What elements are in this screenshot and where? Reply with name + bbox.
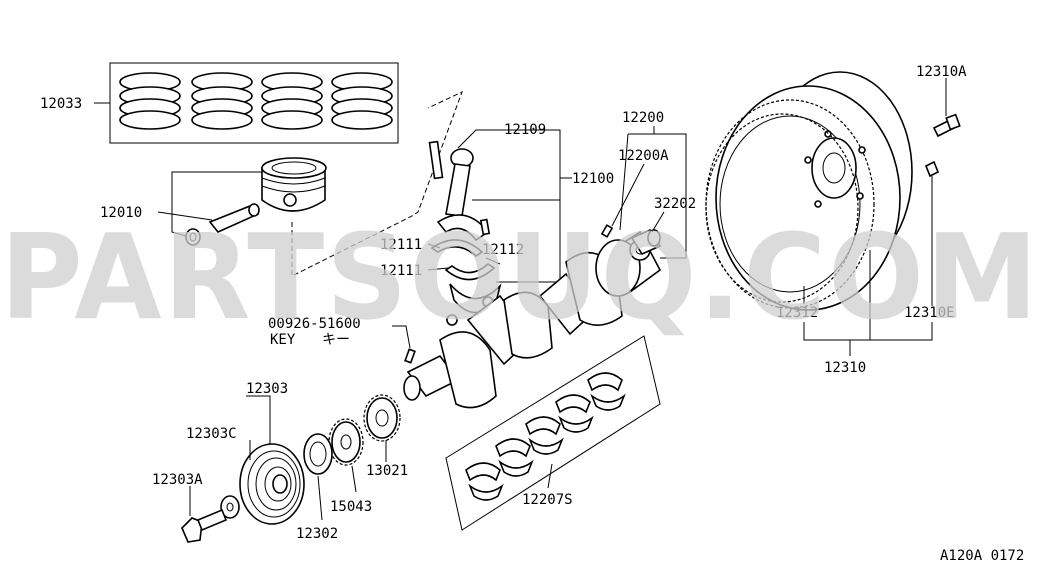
label-12303A[interactable]: 12303A [152, 472, 203, 488]
piston[interactable] [261, 157, 327, 212]
label-00926-51600[interactable]: 00926-51600 [268, 316, 361, 332]
piston-ring-set[interactable] [109, 62, 399, 144]
flywheel-bolt[interactable] [932, 113, 961, 138]
label-12310[interactable]: 12310 [824, 360, 866, 376]
watermark: PARTSOUQ.COM [0, 208, 1040, 346]
label-12200[interactable]: 12200 [622, 110, 664, 126]
label-32202[interactable]: 32202 [654, 196, 696, 212]
diagram-code: A120A 0172 [940, 548, 1024, 564]
label-12303C[interactable]: 12303C [186, 426, 237, 442]
con-rod-bearing[interactable] [430, 239, 496, 281]
main-bearing-set[interactable] [445, 335, 661, 531]
pilot-bushing[interactable] [630, 228, 662, 256]
pulley-bolt[interactable] [181, 508, 228, 543]
label-15043[interactable]: 15043 [330, 499, 372, 515]
label-key: KEY [270, 332, 296, 348]
label-12100[interactable]: 12100 [572, 171, 614, 187]
label-key-jp: キー [322, 332, 350, 348]
connecting-rod[interactable] [428, 140, 491, 242]
label-12312[interactable]: 12312 [776, 305, 818, 321]
label-12200A[interactable]: 12200A [618, 148, 669, 164]
crankshaft[interactable] [403, 224, 662, 409]
label-13021[interactable]: 13021 [366, 463, 408, 479]
pulley-washer[interactable] [220, 495, 240, 519]
label-12111-upper[interactable]: 12111 [380, 237, 422, 253]
ring-gear[interactable] [705, 113, 859, 303]
crank-pulley-spacer[interactable] [303, 433, 333, 475]
snap-ring[interactable] [185, 228, 201, 246]
label-12112[interactable]: 12112 [482, 242, 524, 258]
crankshaft-sprocket[interactable] [363, 394, 401, 442]
label-12033[interactable]: 12033 [40, 96, 82, 112]
label-12303[interactable]: 12303 [246, 381, 288, 397]
label-12010[interactable]: 12010 [100, 205, 142, 221]
piston-pin[interactable] [208, 203, 260, 233]
label-12310A[interactable]: 12310A [916, 64, 967, 80]
oil-pump-drive-gear[interactable] [328, 418, 364, 466]
label-12207S[interactable]: 12207S [522, 492, 573, 508]
label-12310E[interactable]: 12310E [904, 305, 955, 321]
flywheel-dowel[interactable] [924, 160, 940, 178]
crank-pulley[interactable] [239, 443, 305, 525]
label-12302[interactable]: 12302 [296, 526, 338, 542]
label-12111-lower[interactable]: 12111 [380, 263, 422, 279]
woodruff-key[interactable] [404, 348, 416, 364]
label-12109[interactable]: 12109 [504, 122, 546, 138]
